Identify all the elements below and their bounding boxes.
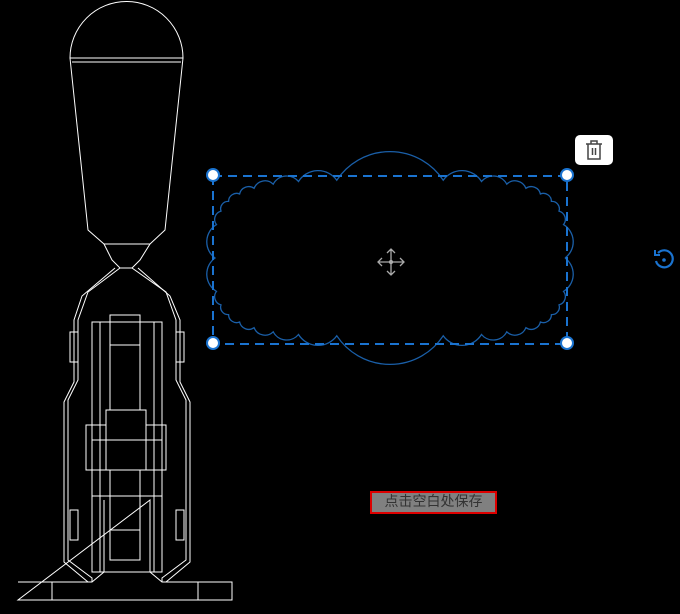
save-hint-label: 点击空白处保存 xyxy=(370,491,497,514)
move-icon[interactable] xyxy=(376,247,406,277)
rotate-icon xyxy=(654,249,674,269)
part-outline xyxy=(16,1,233,601)
resize-handle-top-left[interactable] xyxy=(206,168,220,182)
cloud-annotation[interactable] xyxy=(206,151,574,365)
delete-button[interactable] xyxy=(575,135,613,165)
resize-handle-bottom-right[interactable] xyxy=(560,336,574,350)
rotate-button[interactable] xyxy=(651,246,677,272)
resize-handle-bottom-left[interactable] xyxy=(206,336,220,350)
resize-handle-top-right[interactable] xyxy=(560,168,574,182)
trash-icon xyxy=(586,140,602,160)
selection-box[interactable] xyxy=(212,175,568,345)
